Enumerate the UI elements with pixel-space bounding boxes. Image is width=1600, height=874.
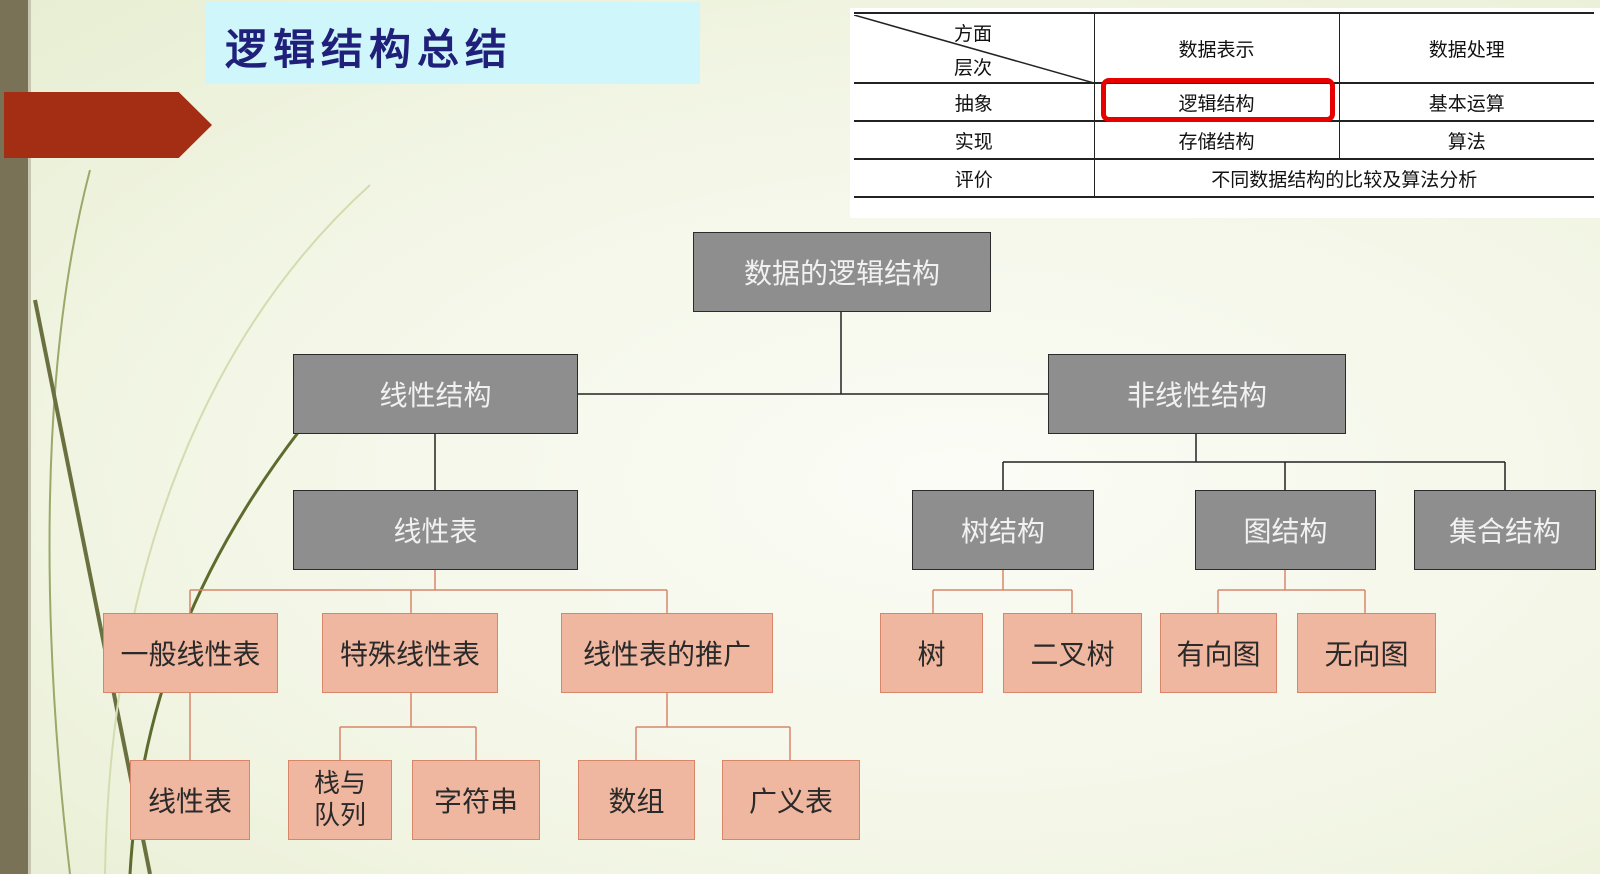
table-row: 评价 不同数据结构的比较及算法分析	[854, 158, 1594, 198]
node-binary-tree: 二叉树	[1003, 613, 1142, 693]
table-row-label: 评价	[854, 158, 1095, 198]
summary-table: 方面 层次 数据表示 数据处理 抽象 逻辑结构 基本运算 实现 存储结构 算法 …	[854, 12, 1594, 198]
accent-arrow-tab	[4, 92, 212, 158]
node-string: 字符串	[412, 760, 540, 840]
node-linear-list: 线性表	[293, 490, 578, 570]
table-cell: 不同数据结构的比较及算法分析	[1094, 158, 1594, 198]
table-cell: 算法	[1339, 120, 1594, 160]
corner-diagonal-line	[854, 15, 1094, 83]
node-graph-structure: 图结构	[1195, 490, 1376, 570]
left-accent-line	[28, 0, 31, 874]
title-banner: 逻辑结构总结	[205, 2, 700, 84]
table-row-label: 抽象	[854, 82, 1095, 122]
node-array: 数组	[578, 760, 695, 840]
highlight-box	[1101, 78, 1335, 122]
node-list-generalization: 线性表的推广	[561, 613, 773, 693]
table-cell: 基本运算	[1339, 82, 1594, 122]
table-header-cell: 数据表示	[1094, 12, 1340, 84]
node-general-linear-list: 一般线性表	[103, 613, 278, 693]
node-tree-structure: 树结构	[912, 490, 1094, 570]
node-linear-structure: 线性结构	[293, 354, 578, 434]
corner-top-label: 方面	[954, 23, 993, 45]
node-generalized-list: 广义表	[722, 760, 860, 840]
node-logical-structure: 数据的逻辑结构	[693, 232, 991, 312]
table-row-label: 实现	[854, 120, 1095, 160]
node-nonlinear-structure: 非线性结构	[1048, 354, 1346, 434]
node-special-linear-list: 特殊线性表	[322, 613, 498, 693]
node-stack-queue: 栈与 队列	[288, 760, 392, 840]
node-directed-graph: 有向图	[1160, 613, 1277, 693]
table-header-row: 方面 层次 数据表示 数据处理	[854, 12, 1594, 84]
corner-bottom-label: 层次	[954, 57, 993, 79]
table-corner-cell: 方面 层次	[854, 12, 1095, 84]
table-row: 抽象 逻辑结构 基本运算	[854, 82, 1594, 122]
summary-table-panel: 方面 层次 数据表示 数据处理 抽象 逻辑结构 基本运算 实现 存储结构 算法 …	[850, 8, 1600, 218]
node-tree: 树	[880, 613, 983, 693]
table-cell: 存储结构	[1094, 120, 1340, 160]
table-row: 实现 存储结构 算法	[854, 120, 1594, 160]
page-title: 逻辑结构总结	[225, 25, 514, 74]
node-set-structure: 集合结构	[1414, 490, 1596, 570]
table-header-cell: 数据处理	[1339, 12, 1594, 84]
node-leaf-linear-list: 线性表	[130, 760, 250, 840]
node-undirected-graph: 无向图	[1297, 613, 1436, 693]
